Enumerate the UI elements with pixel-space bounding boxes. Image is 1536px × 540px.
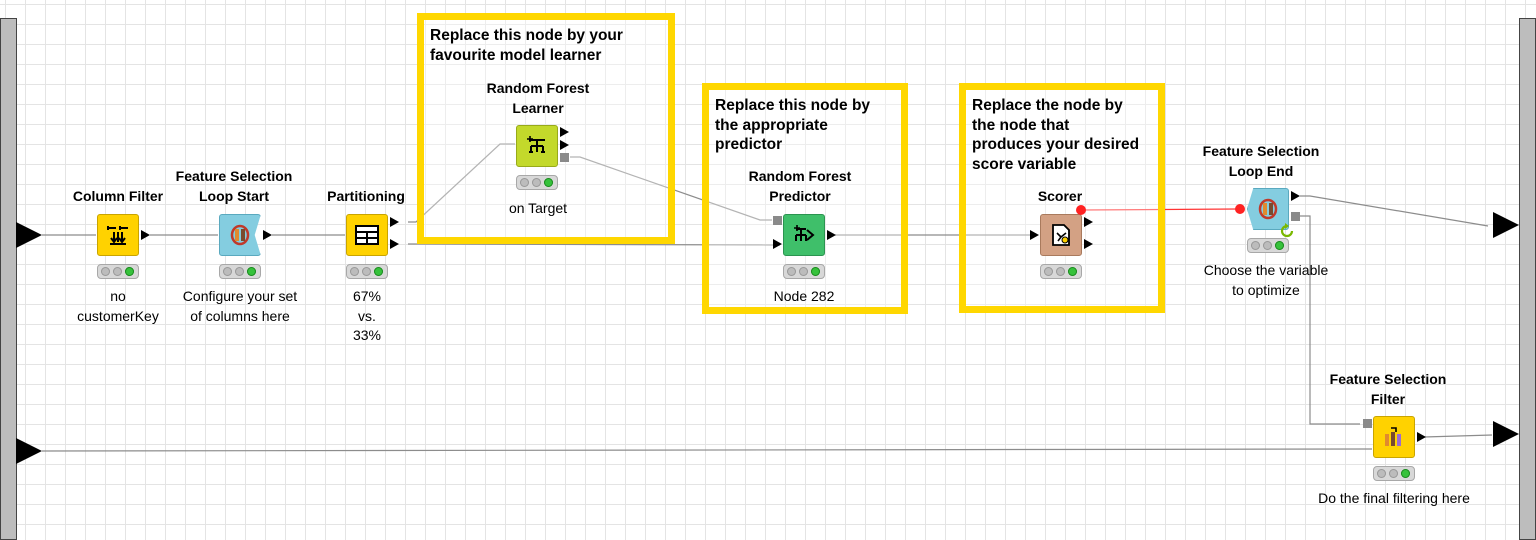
node-fs-filter-label[interactable]: Do the final filtering here [1318,490,1470,506]
loop-end-var-out-port[interactable] [1291,212,1300,221]
annotation-learner-text: Replace this node by your favourite mode… [430,27,623,64]
scorer-out-port-2[interactable] [1084,239,1093,249]
rf-predictor-model-in-port[interactable] [773,216,782,225]
rf-learner-model-port[interactable] [560,153,569,162]
workflow-output-port-1[interactable] [1493,212,1519,238]
node-scorer-title: Scorer [1037,188,1083,204]
connection-partitioning-to-predictor [407,243,781,246]
rf-learner-node-body[interactable] [516,125,558,167]
annotation-scorer-text: Replace the node by the node that produc… [972,97,1140,173]
loop-end-node-body[interactable] [1247,188,1289,230]
node-column-filter-title: Column Filter [72,188,164,204]
workflow-input-port-2[interactable] [16,438,42,464]
fs-filter-node-body[interactable] [1373,416,1415,458]
rf-predictor-node-body[interactable] [783,214,825,256]
tree-learner-icon [527,136,545,153]
column-filter-out-port[interactable] [141,230,150,240]
tree-predictor-icon [794,225,815,241]
node-partitioning-label[interactable]: 67% vs. 33% [352,288,382,343]
column-filter-node-body[interactable] [97,214,139,256]
connection-loop-end-to-fs-filter [1300,215,1360,425]
rf-learner-out-port-1[interactable] [560,127,569,137]
loop-end-status-light [1247,238,1289,253]
loop-start-icon [230,224,250,246]
scorer-icon [1052,224,1070,246]
loop-end-out-port[interactable] [1291,191,1300,201]
partitioning-out-port-1[interactable] [390,217,399,227]
annotation-predictor-text: Replace this node by the appropriate pre… [715,97,871,153]
node-loop-end-label[interactable]: Choose the variable to optimize [1203,262,1329,298]
loop-end-icon [1258,198,1278,220]
loop-end-flow-variable-port[interactable] [1235,204,1245,214]
workflow-input-port-1[interactable] [16,222,42,248]
rf-predictor-in-port[interactable] [773,239,782,249]
node-rf-predictor-label[interactable]: Node 282 [773,288,835,304]
feature-filter-icon [1385,427,1401,446]
rf-learner-status-light [516,175,558,190]
node-rf-predictor-title: Random Forest Predictor [748,168,852,204]
node-column-filter-label[interactable]: no customerKey [77,288,159,324]
connection-fs-filter-to-output [1423,434,1493,438]
rf-learner-out-port-2[interactable] [560,140,569,150]
partitioning-status-light [346,264,388,279]
node-rf-learner-title: Random Forest Learner [486,80,590,116]
node-loop-start-title: Feature Selection Loop Start [175,168,293,204]
scorer-node-body[interactable] [1040,214,1082,256]
connection-input-to-fs-filter [41,448,1373,452]
node-partitioning-title: Partitioning [327,188,405,204]
node-fs-filter-title: Feature Selection Filter [1329,371,1447,407]
partitioning-out-port-2[interactable] [390,239,399,249]
loop-start-node-body[interactable] [219,214,261,256]
workflow-output-port-2[interactable] [1493,421,1519,447]
rf-predictor-status-light [783,264,825,279]
fs-filter-out-port[interactable] [1417,432,1426,442]
scorer-out-port-1[interactable] [1084,217,1093,227]
column-filter-icon [107,226,128,245]
loop-start-out-port[interactable] [263,230,272,240]
node-loop-start-label[interactable]: Configure your set of columns here [182,288,298,324]
rf-predictor-out-port[interactable] [827,230,836,240]
connection-partitioning-to-learner [408,143,515,223]
node-loop-end-title: Feature Selection Loop End [1202,143,1320,179]
fs-filter-status-light [1373,466,1415,481]
fs-filter-var-in-port[interactable] [1363,419,1372,428]
connection-loop-end-to-output [1300,195,1489,227]
partitioning-node-body[interactable] [346,214,388,256]
scorer-status-light [1040,264,1082,279]
loop-refresh-icon [1280,223,1294,238]
node-rf-learner-label[interactable]: on Target [508,200,568,216]
loop-start-status-light [219,264,261,279]
scorer-flow-variable-port[interactable] [1076,205,1086,215]
scorer-in-port[interactable] [1030,230,1039,240]
partition-grid-icon [355,225,379,245]
column-filter-status-light [97,264,139,279]
